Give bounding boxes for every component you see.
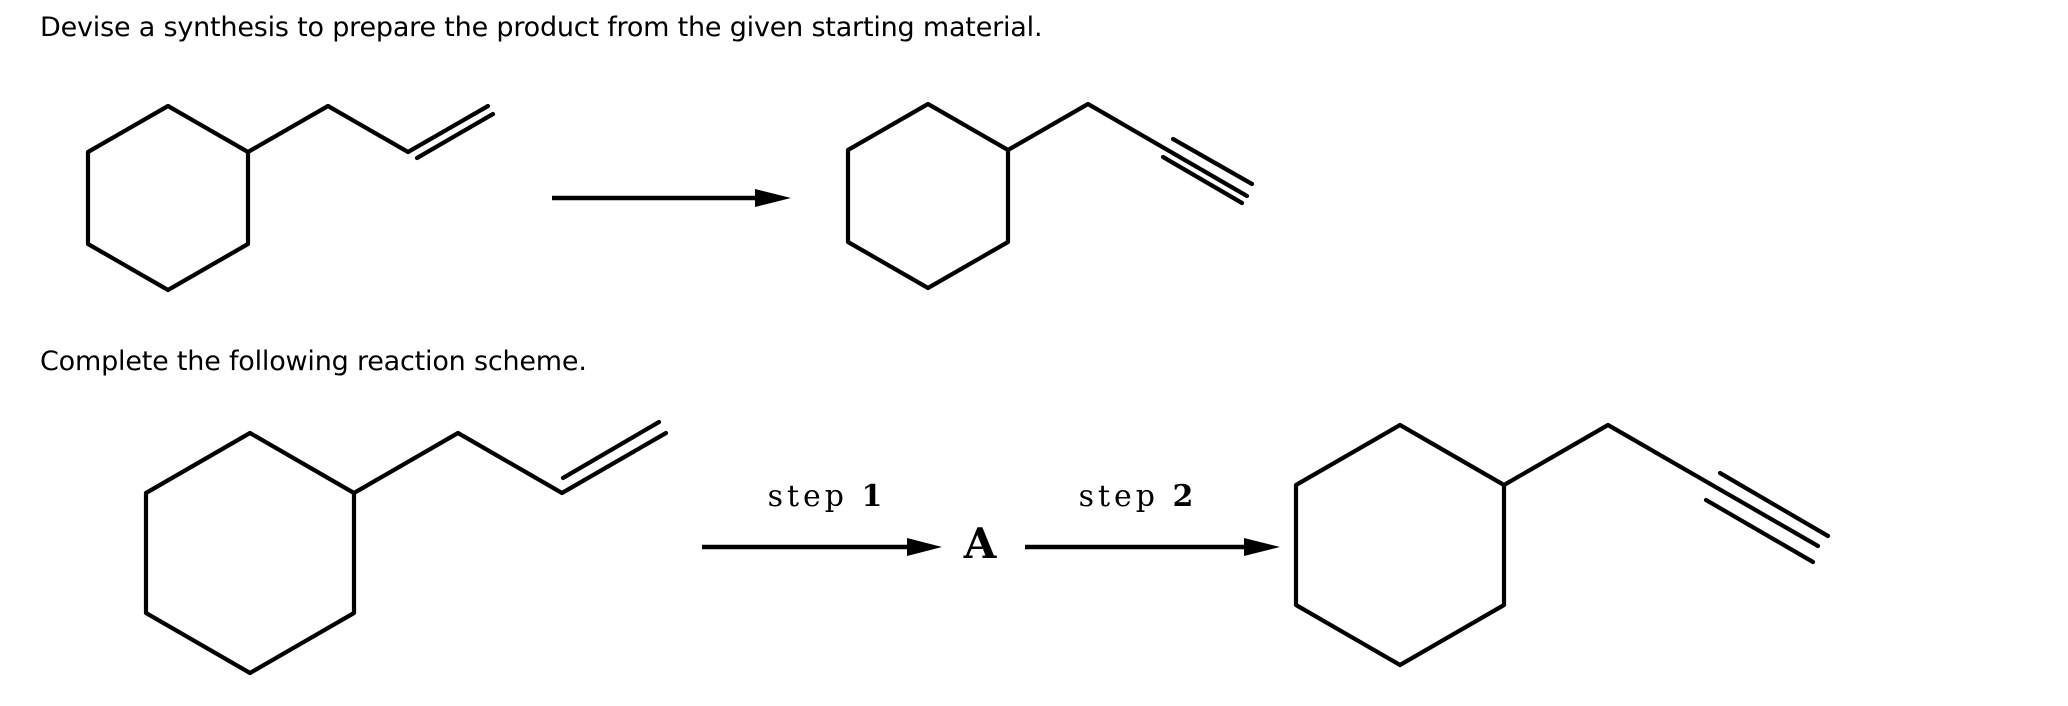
structure-allylcyclohexane-bottom	[143, 419, 669, 676]
step1-number: 1	[861, 479, 887, 514]
cyclohexane-ring	[85, 103, 251, 293]
allyl-chain	[245, 103, 491, 155]
step2-arrow	[1025, 538, 1280, 556]
arrow-head	[755, 189, 791, 207]
step1-word: step	[767, 479, 848, 514]
step2-arrow-label: step 2	[1038, 482, 1238, 512]
propargyl-chain	[1501, 422, 1821, 549]
cyclohexane-ring	[143, 430, 357, 676]
problem2-instruction-text: Complete the following reaction scheme.	[40, 346, 587, 377]
reaction-arrow-top	[552, 189, 791, 207]
arrow-head	[907, 538, 942, 556]
triple-bond-upper-line	[1717, 470, 1831, 539]
problem1-instruction-text: Devise a synthesis to prepare the produc…	[40, 12, 1043, 43]
arrow-head	[1244, 538, 1280, 556]
structure-propargylcyclohexane-bottom	[1293, 422, 1831, 668]
intermediate-a-label: A	[963, 519, 997, 568]
cyclohexane-ring	[845, 101, 1011, 291]
double-bond-second-line	[414, 111, 496, 161]
step1-arrow	[702, 538, 942, 556]
propargyl-chain	[1005, 101, 1250, 199]
step2-word: step	[1078, 479, 1159, 514]
step1-arrow-label: step 1	[727, 482, 927, 512]
structure-propargylcyclohexane-top	[845, 101, 1255, 291]
triple-bond-upper-line	[1170, 136, 1255, 187]
triple-bond-lower-line	[1160, 154, 1245, 206]
structure-allylcyclohexane-top	[85, 103, 496, 293]
triple-bond-lower-line	[1703, 497, 1816, 565]
cyclohexane-ring	[1293, 422, 1507, 668]
step2-number: 2	[1172, 479, 1198, 514]
allyl-chain	[351, 430, 669, 496]
double-bond-second-line	[560, 419, 662, 481]
